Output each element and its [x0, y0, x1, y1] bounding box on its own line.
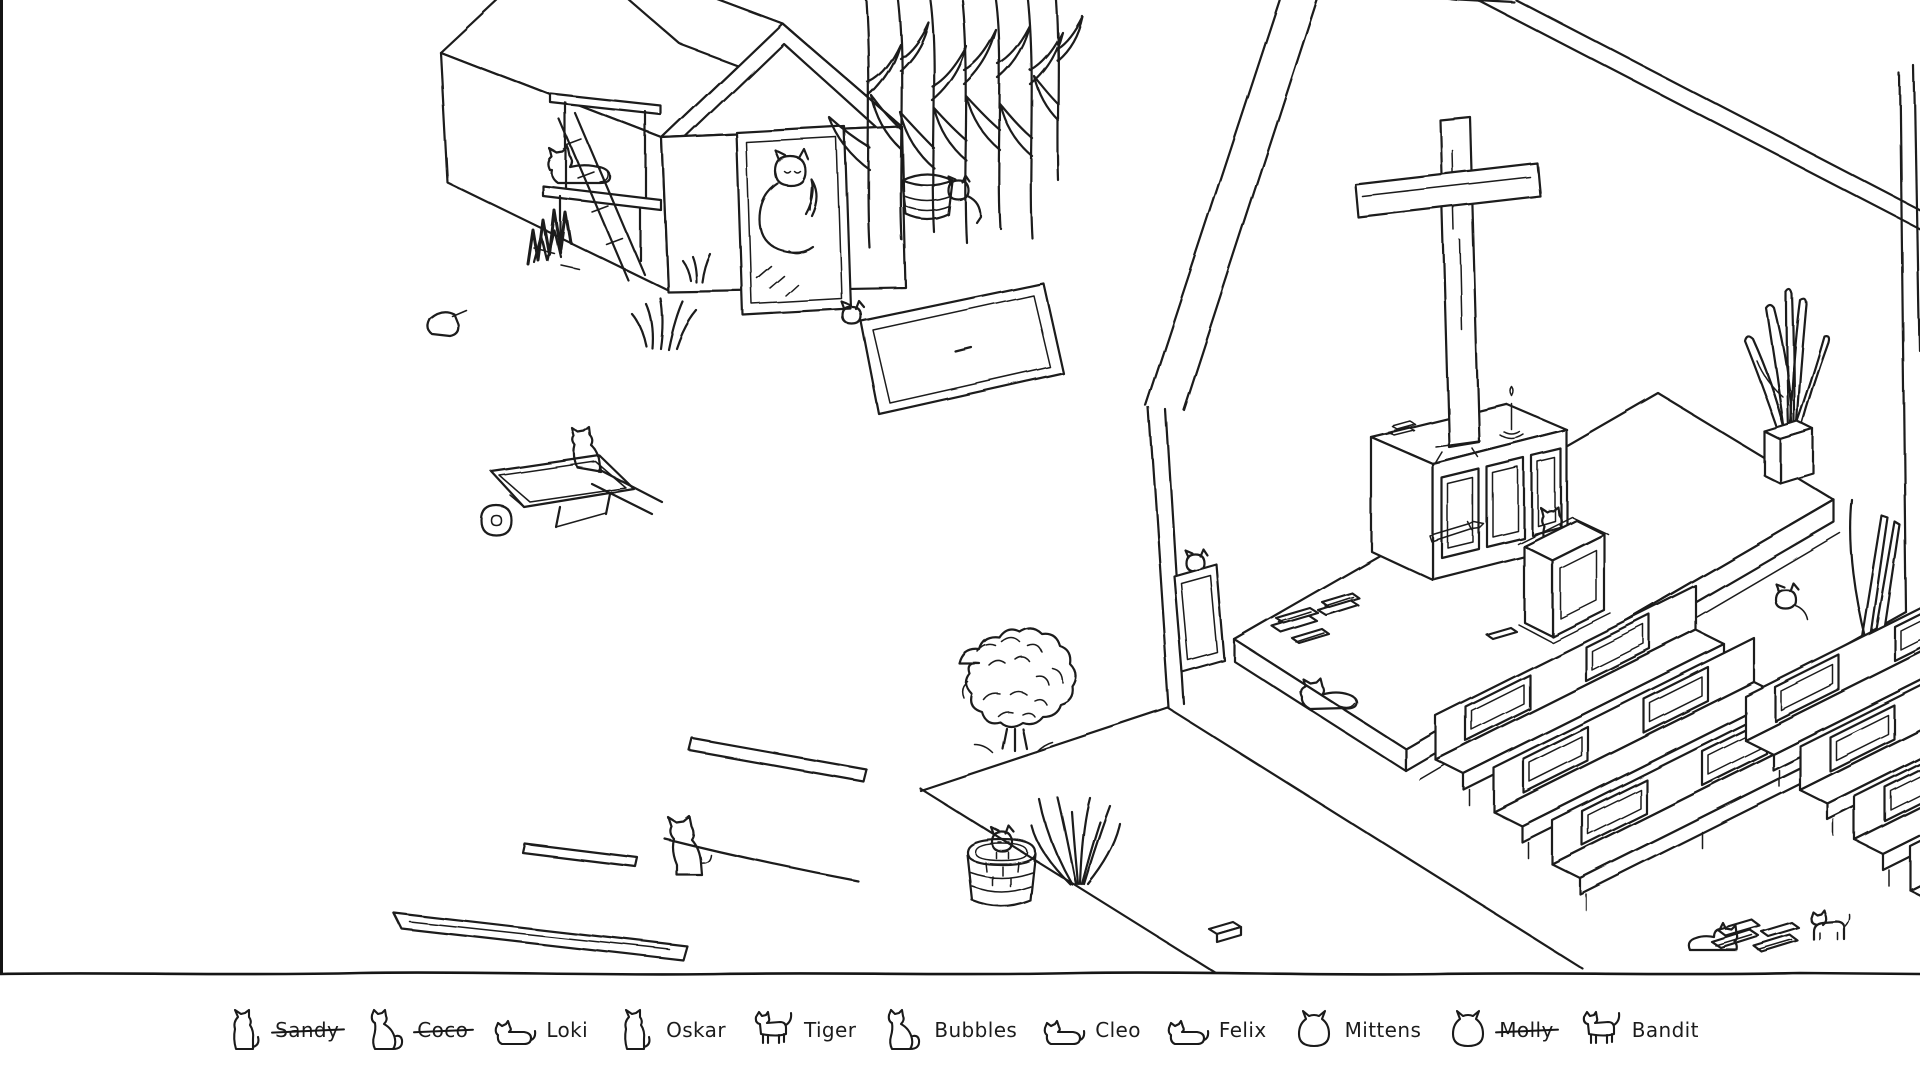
cat-name: Tiger	[803, 1018, 857, 1042]
hidden-cat-in-well[interactable]	[989, 824, 1016, 859]
plant-scribble	[526, 208, 572, 266]
cat-list-item-sandy: Sandy	[221, 1008, 339, 1052]
screen-edge-line	[0, 0, 3, 1079]
standing-frame	[1172, 562, 1226, 674]
cat-icon	[221, 1008, 267, 1052]
dagger	[1429, 521, 1485, 543]
shelf-planks	[541, 92, 663, 262]
bush	[958, 627, 1077, 753]
candle	[1499, 386, 1525, 440]
cat-icon	[1041, 1008, 1087, 1052]
cat-name: Bandit	[1631, 1018, 1699, 1042]
cat-name: Sandy	[275, 1018, 340, 1042]
hidden-cat-on-right-pews[interactable]	[1774, 581, 1809, 621]
scoop	[426, 309, 467, 338]
ladder	[558, 112, 646, 282]
hidden-cat-on-platform-edge[interactable]	[1299, 676, 1358, 711]
planks	[392, 737, 869, 963]
hidden-cat-by-plank[interactable]	[666, 814, 711, 876]
cat-icon	[612, 1008, 658, 1052]
cat-list-item-loki: Loki	[492, 1008, 588, 1052]
hidden-cat-walking-right[interactable]	[1809, 908, 1851, 942]
cat-icon	[1445, 1008, 1491, 1052]
cat-icon	[492, 1008, 538, 1052]
corn-stalks	[828, 0, 1084, 250]
church	[1144, 0, 1920, 710]
cat-name: Coco	[417, 1018, 469, 1042]
cat-list-item-cleo: Cleo	[1041, 1008, 1141, 1052]
hidden-cat-by-books[interactable]	[1687, 921, 1739, 952]
cat-list-item-bubbles: Bubbles	[880, 1008, 1017, 1052]
book-stacks	[1710, 918, 1801, 954]
cat-name: Mittens	[1344, 1018, 1422, 1042]
cat-name: Bubbles	[934, 1018, 1018, 1042]
cat-name: Felix	[1218, 1018, 1267, 1042]
wheelbarrow	[479, 454, 664, 537]
cat-name: Molly	[1499, 1018, 1554, 1042]
cat-list-item-oskar: Oskar	[612, 1008, 726, 1052]
cat-icon	[880, 1008, 926, 1052]
cat-list-item-coco: Coco	[363, 1008, 468, 1052]
small-box	[1206, 919, 1242, 943]
cross	[1353, 115, 1542, 463]
cat-list-item-felix: Felix	[1165, 1008, 1267, 1052]
cat-list-item-bandit: Bandit	[1578, 1008, 1699, 1052]
cat-list-item-tiger: Tiger	[750, 1008, 856, 1052]
bar-top-line	[0, 971, 1920, 976]
basket	[900, 172, 954, 221]
cat-icon	[1165, 1008, 1211, 1052]
cat-icon	[1578, 1008, 1624, 1052]
cat-name: Loki	[546, 1018, 589, 1042]
grass-tuft	[1030, 796, 1122, 886]
hidden-cat-behind-hatch[interactable]	[840, 299, 866, 326]
found-cats-bar: Sandy Coco Loki Oskar Tiger Bubbles	[0, 971, 1920, 1079]
cat-icon	[750, 1008, 796, 1052]
cat-icon	[363, 1008, 409, 1052]
cat-name: Oskar	[666, 1018, 726, 1042]
cat-icon	[1291, 1008, 1337, 1052]
cat-name: Cleo	[1095, 1018, 1141, 1042]
cat-list: Sandy Coco Loki Oskar Tiger Bubbles	[0, 973, 1920, 1079]
hidden-cat-in-doorway[interactable]	[756, 148, 819, 297]
cat-list-item-molly: Molly	[1445, 1008, 1553, 1052]
hidden-cat-on-shelf[interactable]	[547, 145, 612, 185]
shed	[438, 0, 908, 317]
hidden-cat-in-basket[interactable]	[946, 173, 982, 224]
grass-shed-base	[533, 247, 712, 351]
hidden-cat-in-wheelbarrow[interactable]	[571, 426, 603, 474]
well-planter	[965, 837, 1037, 908]
books	[1270, 591, 1518, 645]
pews-right	[1743, 564, 1920, 938]
plant-pedestal	[1742, 288, 1830, 485]
pulpit	[1517, 516, 1611, 643]
cat-list-item-mittens: Mittens	[1291, 1008, 1422, 1052]
shed-door	[735, 125, 853, 317]
cellar-hatch	[859, 281, 1065, 416]
